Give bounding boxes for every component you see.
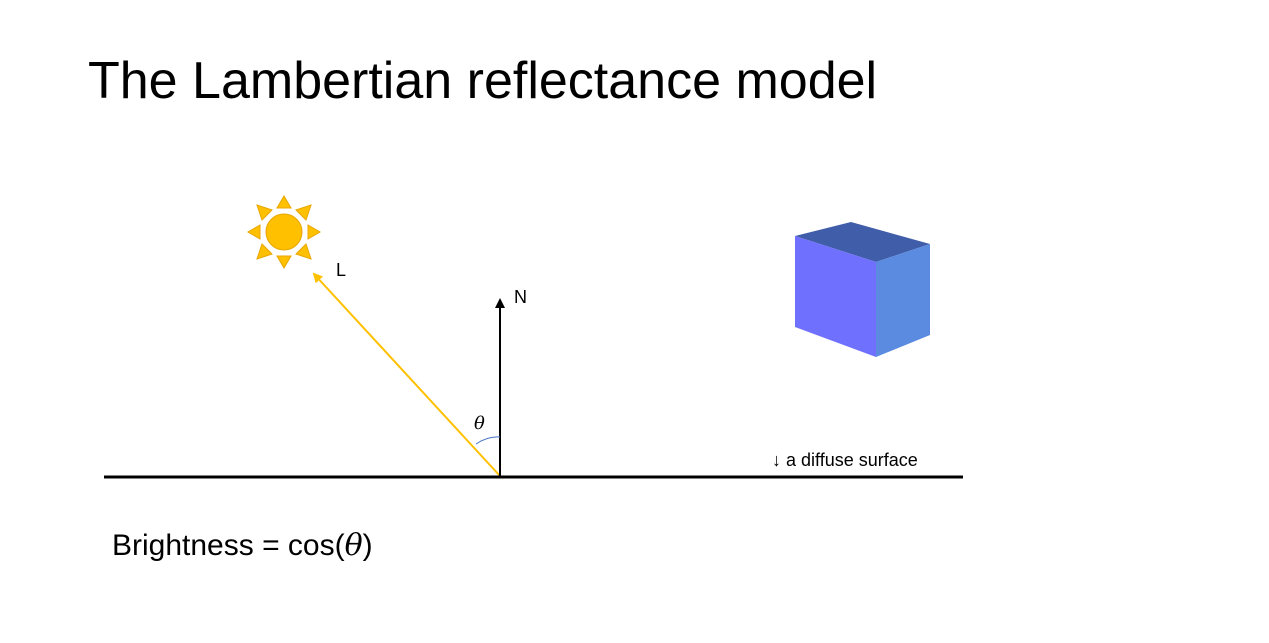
- sun-icon: [247, 195, 321, 269]
- cube-icon: [795, 222, 930, 357]
- angle-label: θ: [474, 413, 485, 434]
- light-ray-arrow: [312, 272, 501, 477]
- light-label: L: [336, 260, 346, 280]
- normal-label: N: [514, 287, 527, 307]
- angle-arc: [475, 436, 501, 445]
- slide-title: The Lambertian reflectance model: [88, 52, 878, 110]
- surface-label: ↓ a diffuse surface: [772, 450, 918, 470]
- formula-prefix: Brightness = cos(: [112, 529, 345, 562]
- brightness-formula: Brightness = cos(θ): [112, 528, 373, 563]
- formula-suffix: ): [362, 529, 373, 562]
- formula-variable: θ: [344, 528, 363, 563]
